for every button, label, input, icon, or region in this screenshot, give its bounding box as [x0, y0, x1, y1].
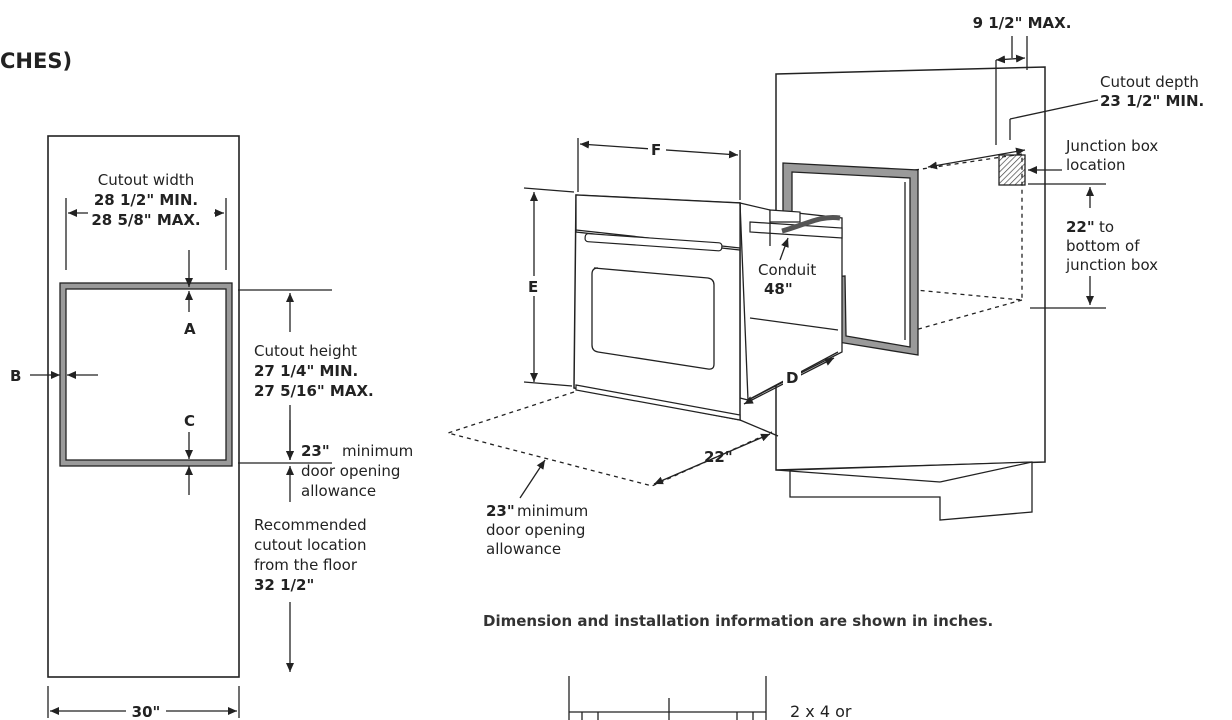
dimension-d-letter: D [786, 369, 798, 387]
front-view: Cutout width 28 1/2" MIN. 28 5/8" MAX. A… [10, 135, 413, 720]
max-dim-arrow [995, 54, 1026, 64]
junction-height-line2: bottom of [1066, 237, 1140, 255]
junction-height-value: 22" [1066, 218, 1095, 236]
junction-label-line1: Junction box [1065, 137, 1158, 155]
section-title-fragment: CHES) [0, 49, 72, 73]
iso-door-allowance-line3: allowance [486, 540, 561, 558]
cabinet-width-value: 30" [132, 703, 161, 720]
cutout-height-max: 27 5/16" MAX. [254, 382, 374, 400]
max-dim-label: 9 1/2" MAX. [973, 14, 1072, 32]
oven-window [591, 267, 715, 370]
depth-22-arrow [653, 433, 771, 485]
recommended-line1: Recommended [254, 516, 367, 534]
junction-height-line1: to [1099, 218, 1114, 236]
iso-door-allowance-line2: door opening [486, 521, 585, 539]
dimension-a-letter: A [184, 320, 196, 338]
depth-22-value: 22" [704, 448, 733, 466]
cutout-height-min: 27 1/4" MIN. [254, 362, 358, 380]
conduit-value: 48" [764, 280, 793, 298]
door-allowance-value: 23" [301, 442, 330, 460]
dimension-c-letter: C [184, 412, 195, 430]
door-allowance-line3: allowance [301, 482, 376, 500]
cutout-height-label: Cutout height [254, 342, 357, 360]
junction-height-line3: junction box [1065, 256, 1158, 274]
junction-label-line2: location [1066, 156, 1126, 174]
support-detail: 2 x 4 or [568, 676, 852, 720]
isometric-view: 9 1/2" MAX. Cutout depth 23 1/2" MIN. Ju… [445, 14, 1204, 558]
door-allowance-line2: door opening [301, 462, 400, 480]
cutout-width-label: Cutout width [98, 171, 195, 189]
wall-oven [573, 194, 843, 421]
cutout-depth-label: Cutout depth [1100, 73, 1199, 91]
dimension-b-letter: B [10, 367, 21, 385]
dimension-f-letter: F [651, 141, 661, 159]
cutout-depth-min: 23 1/2" MIN. [1100, 92, 1204, 110]
recommended-line2: cutout location [254, 536, 367, 554]
junction-box [998, 154, 1026, 186]
oven-handle [584, 233, 723, 252]
conduit-label: Conduit [758, 261, 816, 279]
cutout-depth-arrow [927, 147, 1026, 170]
dimension-note: Dimension and installation information a… [483, 612, 993, 630]
recommended-line3: from the floor [254, 556, 358, 574]
iso-door-allowance-value: 23" [486, 502, 515, 520]
support-label: 2 x 4 or [790, 702, 852, 720]
conduit [781, 214, 841, 234]
cabinet-front-outline [47, 135, 240, 678]
iso-door-allowance-line1: minimum [517, 502, 588, 520]
recommended-value: 32 1/2" [254, 576, 314, 594]
cutout-width-min: 28 1/2" MIN. [94, 191, 198, 209]
door-allowance-line1: minimum [342, 442, 413, 460]
cutout-width-max: 28 5/8" MAX. [91, 211, 200, 229]
dimension-e-letter: E [528, 278, 538, 296]
